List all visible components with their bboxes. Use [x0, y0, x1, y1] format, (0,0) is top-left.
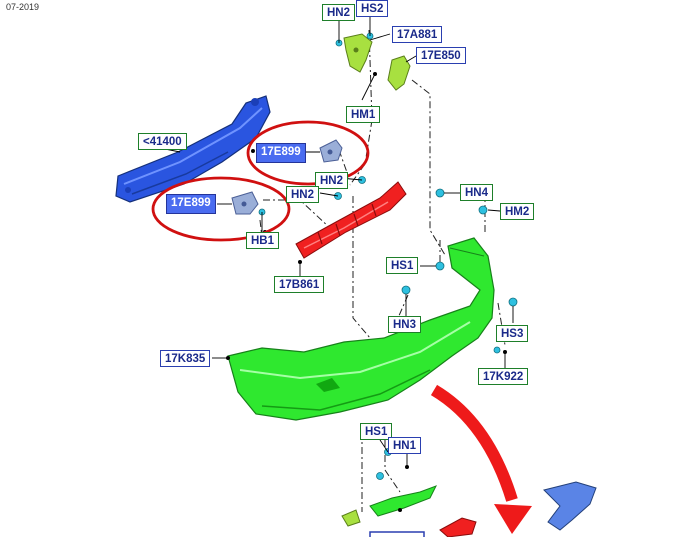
label-hn2-top[interactable]: HN2 — [322, 4, 356, 21]
lower-blue-part[interactable] — [543, 481, 597, 531]
diagram-date: 07-2019 — [6, 2, 40, 12]
bracket-17e899-lower[interactable] — [231, 191, 259, 215]
label-hs2[interactable]: HS2 — [356, 0, 389, 17]
label-17b861[interactable]: 17B861 — [274, 276, 325, 293]
label-17e899-lower[interactable]: 17E899 — [166, 194, 216, 214]
lower-red-part[interactable] — [439, 517, 477, 537]
label-hn4[interactable]: HN4 — [460, 184, 494, 201]
lower-callout-stub — [369, 531, 425, 537]
energy-absorber[interactable] — [295, 181, 407, 259]
label-hb1[interactable]: HB1 — [246, 232, 280, 249]
label-hn1[interactable]: HN1 — [388, 437, 422, 454]
label-hm1[interactable]: HM1 — [346, 106, 381, 123]
label-hn2-mid[interactable]: HN2 — [315, 172, 349, 189]
bracket-17e899-upper[interactable] — [319, 139, 343, 163]
bumper-reinforcement-beam[interactable] — [115, 95, 271, 203]
label-hm2[interactable]: HM2 — [500, 203, 535, 220]
label-17e899-upper[interactable]: 17E899 — [256, 143, 306, 163]
label-hs3[interactable]: HS3 — [496, 325, 529, 342]
label-17a881[interactable]: 17A881 — [392, 26, 443, 43]
label-hs1-bottom[interactable]: HS1 — [360, 423, 393, 440]
label-17e850[interactable]: 17E850 — [416, 47, 466, 64]
lower-bracket[interactable] — [341, 485, 438, 527]
label-hs1-right[interactable]: HS1 — [386, 257, 419, 274]
label-17k835[interactable]: 17K835 — [160, 350, 211, 367]
highlight-circles — [151, 120, 370, 242]
bumper-cover[interactable] — [227, 237, 495, 421]
bracket-17e850[interactable] — [387, 55, 411, 91]
label-17k922[interactable]: 17K922 — [478, 368, 529, 385]
bracket-17a881[interactable] — [343, 33, 373, 73]
label-41400[interactable]: <41400 — [138, 133, 187, 150]
direction-arrow — [430, 384, 532, 534]
label-hn3[interactable]: HN3 — [388, 316, 422, 333]
label-hn2-low[interactable]: HN2 — [286, 186, 320, 203]
leader-dots — [226, 72, 507, 512]
